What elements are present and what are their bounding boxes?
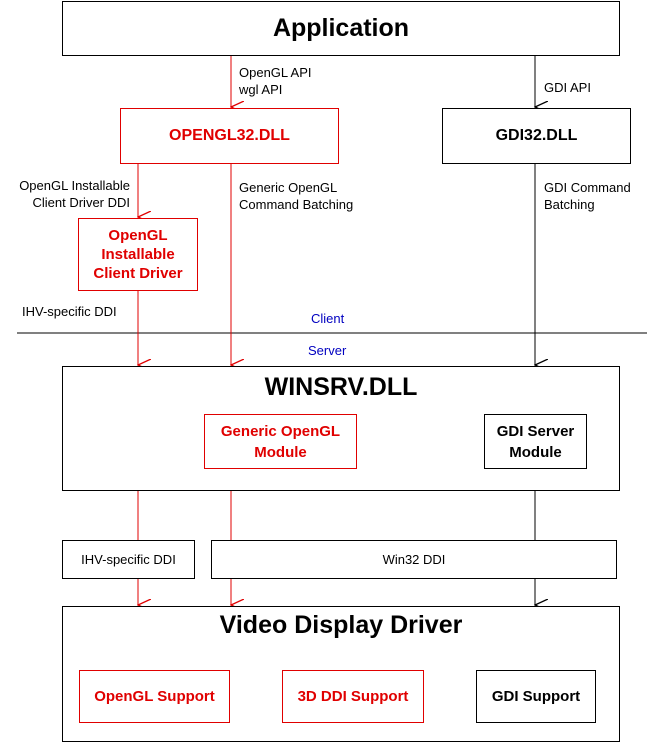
- generic-batching-label-line2: Command Batching: [239, 197, 354, 212]
- video-display-driver-title: Video Display Driver: [219, 611, 463, 639]
- gdi32-dll-label: GDI32.DLL: [495, 127, 578, 144]
- ihv-ddi-label: IHV-specific DDI: [22, 304, 117, 319]
- opengl32-dll-label: OPENGL32.DLL: [169, 127, 290, 144]
- gdi32-dll-box: GDI32.DLL: [442, 108, 631, 164]
- ihv-ddi-box: IHV-specific DDI: [62, 540, 195, 579]
- application-box: Application: [62, 1, 620, 56]
- win32-ddi-box: Win32 DDI: [211, 540, 617, 579]
- icd-ddi-label-line1: OpenGL Installable: [19, 178, 130, 193]
- winsrv-dll-box: WINSRV.DLL Generic OpenGL Module GDI Ser…: [62, 366, 620, 491]
- gdi-server-module-box: GDI Server Module: [484, 414, 587, 469]
- winsrv-dll-title: WINSRV.DLL: [264, 373, 418, 401]
- generic-opengl-module-label: Generic OpenGL Module: [220, 422, 341, 461]
- generic-batching-label-line1: Generic OpenGL: [239, 180, 338, 195]
- icd-label: OpenGL Installable Client Driver: [93, 227, 183, 282]
- video-display-driver-box: Video Display Driver OpenGL Support 3D D…: [62, 606, 620, 742]
- ihv-ddi-box-label: IHV-specific DDI: [81, 552, 176, 567]
- win32-ddi-box-label: Win32 DDI: [382, 552, 446, 567]
- icd-ddi-label-line2: Client Driver DDI: [32, 195, 130, 210]
- generic-opengl-module-box: Generic OpenGL Module: [204, 414, 357, 469]
- application-title: Application: [272, 14, 410, 42]
- server-label: Server: [308, 343, 347, 358]
- icd-box: OpenGL Installable Client Driver: [78, 218, 198, 291]
- 3d-ddi-support-label: 3D DDI Support: [297, 688, 409, 705]
- gdi-support-box: GDI Support: [476, 670, 596, 723]
- opengl32-dll-box: OPENGL32.DLL: [120, 108, 339, 164]
- gdi-batching-label-line2: Batching: [544, 197, 595, 212]
- gdi-server-module-label: GDI Server Module: [496, 422, 575, 461]
- opengl-support-box: OpenGL Support: [79, 670, 230, 723]
- wgl-api-label: wgl API: [239, 82, 283, 97]
- 3d-ddi-support-box: 3D DDI Support: [282, 670, 424, 723]
- opengl-support-label: OpenGL Support: [94, 688, 215, 705]
- client-label: Client: [311, 311, 345, 326]
- gdi-api-label: GDI API: [544, 80, 591, 95]
- opengl-api-label: OpenGL API: [239, 65, 312, 80]
- gdi-batching-label-line1: GDI Command: [544, 180, 631, 195]
- gdi-support-label: GDI Support: [491, 688, 581, 705]
